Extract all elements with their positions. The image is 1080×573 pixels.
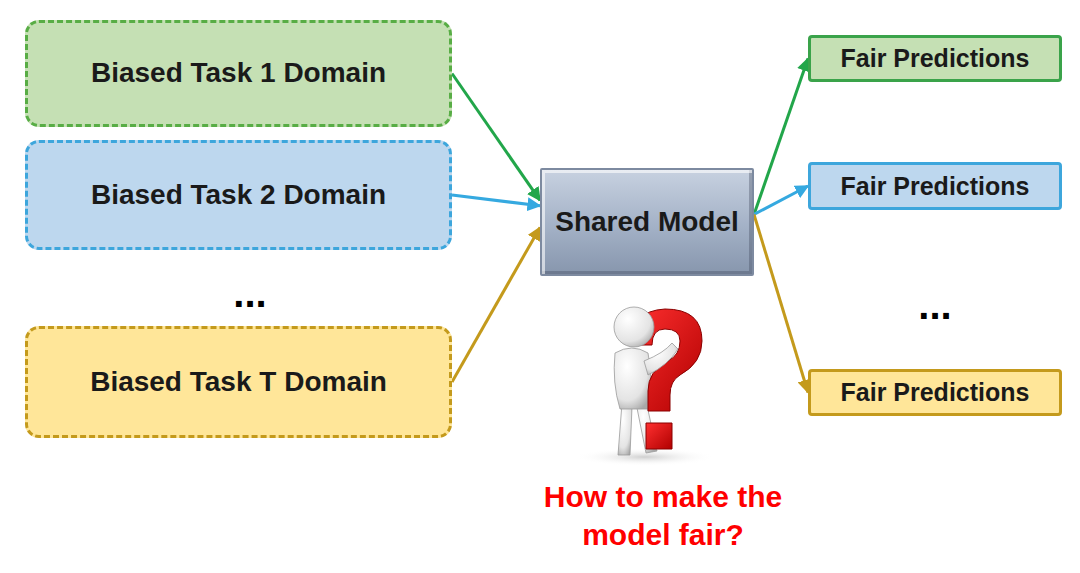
arrow-connector xyxy=(452,195,540,206)
ellipsis: ... xyxy=(200,268,300,318)
ellipsis: ... xyxy=(885,280,985,330)
thinking-person-illustration xyxy=(560,283,730,468)
node-text: Fair Predictions xyxy=(841,378,1030,407)
model-box: Shared Model xyxy=(540,168,754,276)
task-domain-box: Biased Task 1 Domain xyxy=(25,20,452,127)
arrow-connector xyxy=(754,59,808,215)
task-domain-box: Biased Task 2 Domain xyxy=(25,140,452,250)
question-caption: How to make the model fair? xyxy=(503,478,823,553)
node-text: Biased Task 2 Domain xyxy=(91,179,386,211)
node-text: Shared Model xyxy=(555,206,739,238)
node-text: Fair Predictions xyxy=(841,44,1030,73)
prediction-box: Fair Predictions xyxy=(808,162,1062,210)
arrow-connector xyxy=(754,186,808,214)
arrow-connector xyxy=(754,214,808,392)
node-text: Fair Predictions xyxy=(841,172,1030,201)
arrow-connector xyxy=(452,227,540,382)
prediction-box: Fair Predictions xyxy=(808,369,1062,416)
task-domain-box: Biased Task T Domain xyxy=(25,326,452,438)
arrow-connector xyxy=(452,74,540,201)
prediction-box: Fair Predictions xyxy=(808,35,1062,82)
node-text: Biased Task 1 Domain xyxy=(91,57,386,89)
node-text: Biased Task T Domain xyxy=(90,366,387,398)
